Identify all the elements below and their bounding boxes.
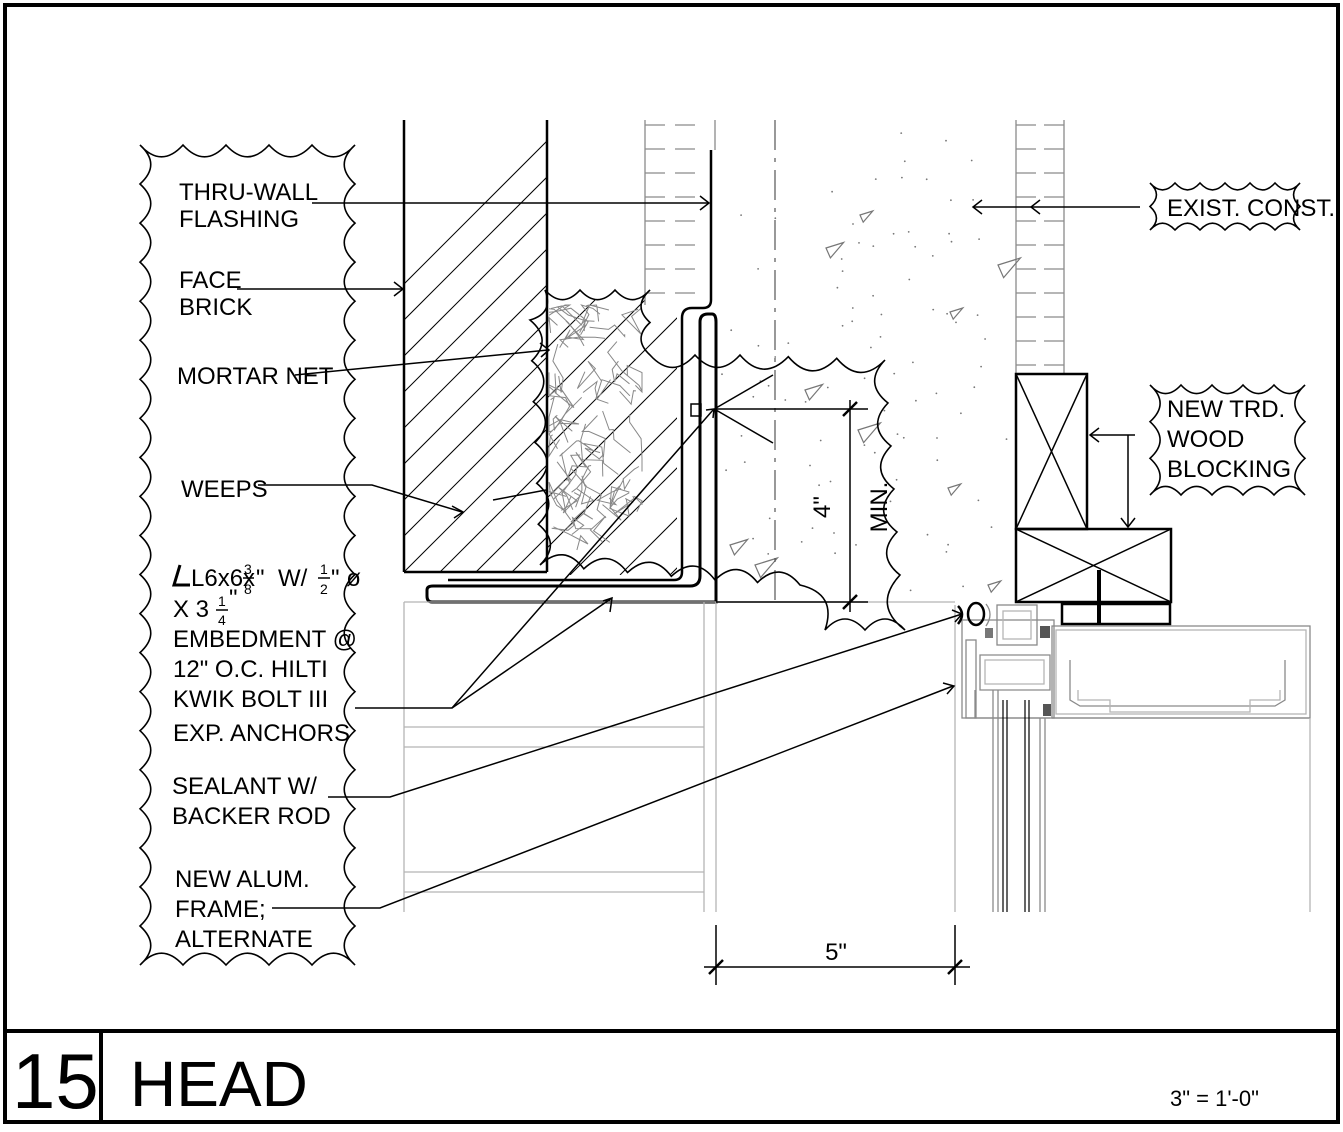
label-face-brick: FACE BRICK [179,267,252,321]
dimension-horizontal-value: 5" [825,939,847,966]
revision-cloud-notes [138,143,357,967]
dimension-vertical-note: MIN. [866,482,893,533]
svg-text:X 3: X 3 [173,596,209,623]
anchor-head [690,403,702,417]
label-weeps: WEEPS [181,476,268,503]
revision-cloud-exist [1148,181,1302,232]
label-thru-wall-flashing: THRU-WALL FLASHING [179,179,324,233]
sheet-border [3,3,1340,1124]
label-steel-angle: L6x6x 3 8 " W/ 1 2 " ø X 3 1 4 " EMBEDME… [171,561,361,747]
svg-text:W/: W/ [278,565,308,592]
mortar-net [547,304,643,551]
existing-cmu-left [644,120,716,305]
sealant-backer-rod [956,601,991,627]
concrete-infill [721,132,1023,594]
svg-text:EMBEDMENT @: EMBEDMENT @ [173,626,357,653]
label-mortar-net: MORTAR NET [177,363,334,390]
aluminum-frame [961,604,1311,912]
label-new-alum-frame: NEW ALUM. FRAME; ALTERNATE [175,866,316,953]
svg-text:8: 8 [244,581,252,597]
svg-text:": " [229,585,238,612]
svg-text:" ø: " ø [331,565,361,592]
detail-number: 15 [12,1037,99,1125]
label-exist-const: EXIST. CONST. [1167,195,1335,222]
svg-text:2: 2 [320,581,328,597]
revision-cloud-angle [528,288,906,632]
label-sealant-backer-rod: SEALANT W/ BACKER ROD [172,773,331,830]
svg-text:": " [256,565,265,592]
dimension-vertical-value: 4" [809,496,836,518]
detail-title: HEAD [130,1048,308,1120]
existing-cmu-right [1015,120,1065,374]
window-opening [403,601,956,912]
dimension-horizontal [704,925,970,985]
label-new-wood-blocking: NEW TRD. WOOD BLOCKING [1167,396,1292,483]
svg-text:1: 1 [320,561,328,577]
brick-below-hatch [547,300,677,575]
svg-text:1: 1 [218,593,226,609]
angle-symbol-icon [171,564,190,587]
leaders [237,195,1140,909]
revision-cloud-blocking [1148,383,1307,497]
dimension-vertical [716,400,868,612]
svg-text:EXP. ANCHORS: EXP. ANCHORS [173,720,350,747]
thru-wall-flashing [448,150,713,582]
svg-text:3: 3 [244,561,252,577]
detail-scale: 3" = 1'-0" [1170,1086,1259,1111]
svg-text:4: 4 [218,612,226,628]
svg-text:12" O.C. HILTI: 12" O.C. HILTI [173,656,328,683]
new-wood-blocking [1014,372,1173,626]
steel-angle-lintel [425,312,718,604]
svg-text:KWIK BOLT III: KWIK BOLT III [173,686,328,713]
